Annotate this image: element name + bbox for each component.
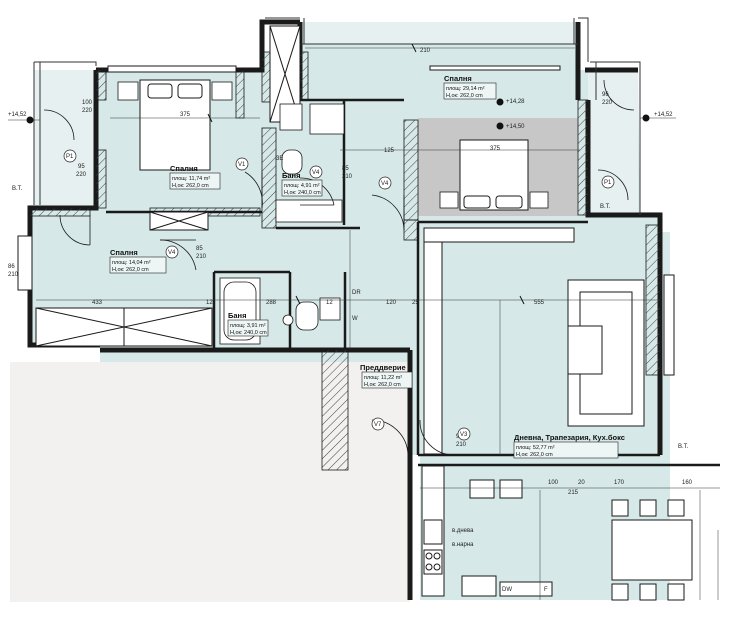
dim-text: 220 bbox=[76, 172, 87, 178]
dim-text: 375 bbox=[490, 146, 501, 152]
room-area-hall: площ: 11,22 m² bbox=[364, 375, 402, 381]
room-name-living: Дневна, Трапезария, Кух.бокс bbox=[514, 433, 625, 442]
room-name-bath-2: Баня bbox=[228, 311, 246, 320]
room-name-bath-1: Баня bbox=[282, 171, 300, 180]
misc-label: B.T. bbox=[12, 186, 23, 192]
door-tag: V1 bbox=[238, 162, 246, 168]
dim-text: 86 bbox=[8, 264, 15, 270]
room-height-bath-2: Н,ок: 240,0 cm bbox=[230, 330, 267, 336]
dim-text: 555 bbox=[534, 300, 545, 306]
misc-label: B.T. bbox=[600, 204, 611, 210]
level-bedroom3-b: +14,50 bbox=[506, 124, 525, 130]
room-name-bedroom-3: Спалня bbox=[444, 74, 472, 83]
dim-text: 125 bbox=[384, 148, 395, 154]
misc-label: B.T. bbox=[678, 444, 689, 450]
dim-text: 85 bbox=[342, 166, 349, 172]
dim-text: 210 bbox=[342, 174, 353, 180]
room-area-bedroom-1: площ: 11,74 m² bbox=[172, 176, 210, 182]
room-height-bedroom-2: Н,ок: 262,0 cm bbox=[112, 267, 149, 273]
room-height-bedroom-3: Н,ок: 262,0 cm bbox=[446, 93, 483, 99]
furniture-nightstands bbox=[117, 81, 549, 209]
level-markers bbox=[26, 98, 650, 130]
furniture-living bbox=[423, 227, 645, 455]
dim-text: 12 bbox=[326, 300, 333, 306]
dim-text: 220 bbox=[602, 100, 613, 106]
dim-text: 120 bbox=[386, 300, 397, 306]
dim-text: 288 bbox=[266, 300, 277, 306]
dim-text: 210 bbox=[420, 48, 431, 54]
room-height-living: Н,ок: 262,0 cm bbox=[516, 452, 553, 458]
appliance-label: в.нарна bbox=[452, 542, 474, 548]
door-tag: P1 bbox=[604, 180, 612, 186]
level-bedroom3-a: +14,28 bbox=[506, 99, 525, 105]
room-height-bedroom-1: Н,ок: 262,0 cm bbox=[172, 183, 209, 189]
terrace-top bbox=[300, 22, 578, 44]
dim-text: 85 bbox=[196, 246, 203, 252]
door-tag: V3 bbox=[460, 432, 468, 438]
room-height-hall: Н,ок: 262,0 cm bbox=[364, 382, 401, 388]
door-tag: V4 bbox=[381, 181, 389, 187]
dining-table bbox=[611, 499, 693, 601]
door-tag: V4 bbox=[312, 170, 320, 176]
room-area-bath-2: площ: 3,91 m² bbox=[230, 323, 266, 329]
room-area-bedroom-3: площ: 29,14 m² bbox=[446, 86, 485, 92]
dim-ticks bbox=[207, 43, 525, 305]
dim-text: 100 bbox=[82, 100, 93, 106]
dim-text: 215 bbox=[568, 490, 579, 496]
room-info-boxes bbox=[109, 82, 619, 459]
room-name-bedroom-2: Спалня bbox=[110, 248, 138, 257]
dim-text: 12 bbox=[206, 300, 213, 306]
terrace-left bbox=[34, 70, 96, 208]
door-tag: V7 bbox=[374, 422, 382, 428]
room-height-bath-1: Н,ок: 240,0 cm bbox=[284, 190, 321, 196]
dimension-lines bbox=[8, 47, 720, 600]
appliance-label: F bbox=[544, 587, 548, 593]
dim-text: 160 bbox=[682, 480, 693, 486]
dimension-texts: 210 375 375 125 85 210 85 210 433 12 288… bbox=[8, 48, 693, 496]
dim-text: 210 bbox=[456, 442, 467, 448]
level-right: +14,52 bbox=[654, 112, 673, 118]
dim-text: 210 bbox=[8, 272, 19, 278]
furniture-beds bbox=[139, 79, 529, 211]
dim-text: 170 bbox=[614, 480, 625, 486]
bath-fixtures bbox=[219, 103, 345, 345]
dim-text: 375 bbox=[180, 112, 191, 118]
appliance-label: в.днева bbox=[452, 528, 474, 534]
room-area-bedroom-2: площ: 14,04 m² bbox=[112, 260, 151, 266]
dim-text: 220 bbox=[82, 108, 93, 114]
door-tag-circles bbox=[63, 149, 615, 441]
appliance-label: DW bbox=[502, 587, 512, 593]
dim-text: 20 bbox=[578, 480, 585, 486]
dim-text: 210 bbox=[196, 254, 207, 260]
doors bbox=[43, 79, 635, 456]
misc-label: DR bbox=[352, 290, 361, 296]
misc-label: 3E bbox=[276, 156, 283, 162]
room-area-bath-1: площ: 4,91 m² bbox=[284, 183, 320, 189]
dim-text: 100 bbox=[548, 480, 559, 486]
room-area-living: площ: 52,77 m² bbox=[516, 445, 555, 451]
door-tag: P1 bbox=[66, 154, 74, 160]
room-name-bedroom-1: Спалня bbox=[170, 164, 198, 173]
dim-text: 95 bbox=[78, 164, 85, 170]
room-name-hall: Преддверие bbox=[360, 363, 406, 372]
door-tag: V4 bbox=[168, 250, 176, 256]
misc-label: W bbox=[352, 316, 358, 322]
dim-text: 96 bbox=[602, 92, 609, 98]
dim-text: 25 bbox=[412, 300, 419, 306]
dim-text: 433 bbox=[92, 300, 103, 306]
windows bbox=[17, 65, 675, 376]
outer-wall-outline bbox=[33, 17, 641, 215]
kitchen bbox=[421, 465, 553, 597]
level-left: +14,52 bbox=[8, 112, 27, 118]
blank-area bbox=[10, 362, 410, 602]
